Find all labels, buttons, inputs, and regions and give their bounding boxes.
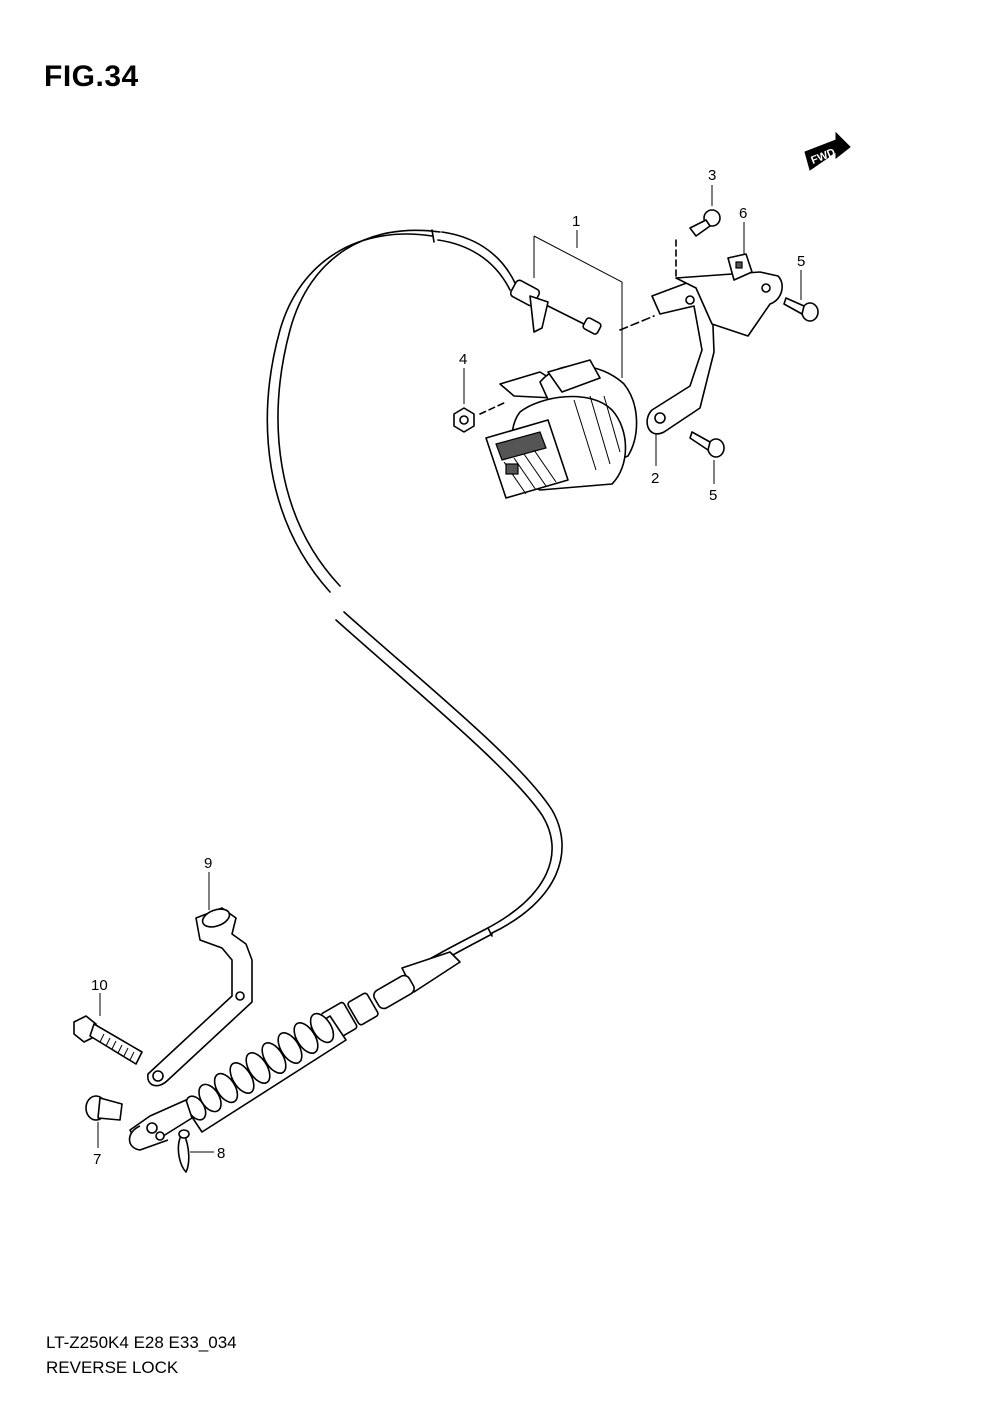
cable-boot-bellows [128,1012,347,1151]
part-9-cable-bracket [147,907,253,1087]
callout-5-upper: 5 [797,253,805,270]
part-5-screw-upper [783,297,819,322]
callout-5-lower: 5 [709,487,717,504]
callout-7: 7 [93,1151,101,1168]
callout-labels: 1 2 3 4 5 5 6 7 8 9 10 [91,167,805,1168]
callout-8: 8 [217,1145,225,1162]
callout-4: 4 [459,351,467,368]
part-2-mounting-bracket [619,271,783,435]
leader-lines [97,185,802,1153]
part-7-clevis-pin [85,1095,123,1121]
callout-1: 1 [572,213,580,230]
fwd-arrow-icon: FWD [804,131,851,171]
callout-9: 9 [204,855,212,872]
figure-title: FIG.34 [44,60,139,93]
reverse-lock-cable [266,229,602,1041]
part-3-screw [675,209,721,279]
callout-3: 3 [708,167,716,184]
part-5-screw-lower [689,431,725,458]
callout-2: 2 [651,470,659,487]
part-8-cotter-pin [177,1129,190,1173]
model-code: LT-Z250K4 E28 E33_034 [46,1333,237,1352]
callout-6: 6 [739,205,747,222]
part-6-clip-nut [727,253,753,281]
part-10-bolt [73,1015,143,1065]
section-name: REVERSE LOCK [46,1358,179,1377]
part-1-reverse-lock-actuator [485,359,638,499]
callout-10: 10 [91,977,108,994]
part-4-nut [453,401,507,433]
